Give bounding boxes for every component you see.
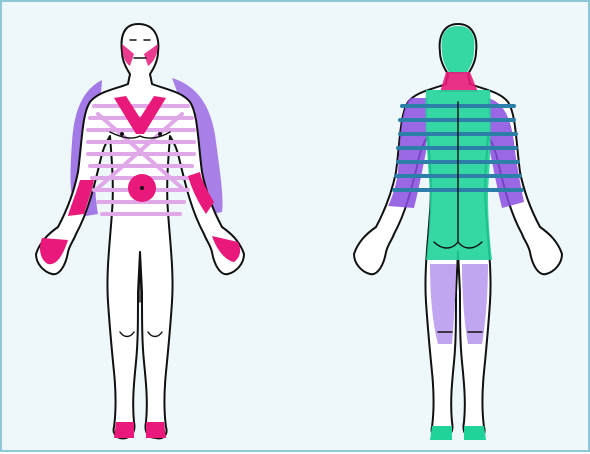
back-left-foot-teal	[430, 426, 452, 440]
front-body-figure	[36, 24, 244, 438]
front-left-foot-patch	[114, 422, 134, 438]
front-body-outline	[36, 24, 244, 438]
front-left-nipple	[120, 132, 124, 136]
front-abdomen-dot	[140, 186, 144, 190]
back-neck-magenta	[440, 72, 478, 92]
back-body-figure	[354, 24, 562, 440]
front-right-nipple	[158, 132, 162, 136]
back-right-foot-teal	[464, 426, 486, 440]
front-right-foot-patch	[146, 422, 166, 438]
back-head-teal	[442, 26, 475, 74]
